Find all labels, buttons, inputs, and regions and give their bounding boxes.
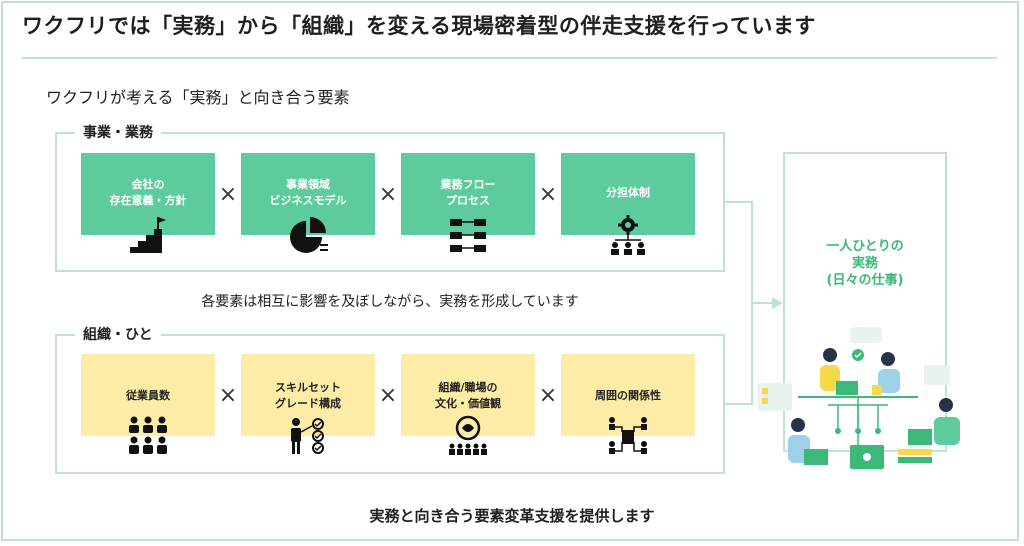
card-employee-count: 従業員数 [81,354,215,454]
business-group-label: 事業・業務 [75,122,161,142]
skill-checklist-icon [291,418,324,454]
organization-group: 組織・ひと [55,324,725,474]
card-culture-values: 組織/職場の文化・価値観 [401,354,535,455]
organization-group-label: 組織・ひと [75,324,161,344]
panel-line: 実務 [851,256,878,271]
bottom-message: 実務と向き合う要素変革支援を提供します [369,507,655,525]
card-label: 分担体制 [606,186,650,199]
card-label: スキルセット [275,381,341,394]
card-company-purpose: 会社の存在意義・方針 [81,153,215,253]
title-divider [22,57,997,59]
business-group: 事業・業務 [55,122,725,272]
card-label: ビジネスモデル [269,194,347,207]
pie-chart-icon [290,217,328,253]
card-label: 文化・価値観 [435,397,501,410]
card-label: プロセス [446,194,490,207]
panel-line: 一人ひとりの [826,239,904,254]
card-relationships: 周囲の関係性 [561,354,695,454]
card-business-model: 事業領域ビジネスモデル [241,153,375,253]
card-label: 会社の [131,178,165,191]
flow-process-icon [450,219,486,252]
card-business-flow: 業務フロープロセス [401,153,535,252]
card-skill-set: スキルセットグレード構成 [241,354,375,454]
times-operator: × [218,383,238,408]
page-title: ワクフリでは「実務」から「組織」を変える現場密着型の伴走支援を行っています [22,14,816,38]
card-label: 従業員数 [126,389,170,402]
interaction-note: 各要素は相互に影響を及ぼしながら、実務を形成しています [201,294,579,310]
section-subtitle: ワクフリが考える「実務」と向き合う要素 [46,88,350,107]
card-label: 組織/職場の [438,381,498,394]
card-label: グレード構成 [275,397,341,410]
card-label: 事業領域 [286,178,330,191]
times-operator: × [538,383,558,408]
team-working-illustration [758,327,960,469]
people-group-icon [129,416,167,454]
culture-values-icon [449,415,487,455]
individual-work-title: 一人ひとりの 実務 (日々の仕事) [783,238,947,289]
card-division-of-roles: 分担体制 [561,153,695,255]
card-label: 存在意義・方針 [109,194,187,207]
relationship-network-icon [609,417,647,454]
times-operator: × [538,182,558,207]
stairs-flag-icon [130,217,166,253]
times-operator: × [378,182,398,207]
times-operator: × [378,383,398,408]
card-label: 業務フロー [440,178,496,191]
panel-line: (日々の仕事) [826,273,904,288]
gear-team-icon [611,215,645,255]
times-operator: × [218,182,238,207]
card-label: 周囲の関係性 [595,389,661,402]
